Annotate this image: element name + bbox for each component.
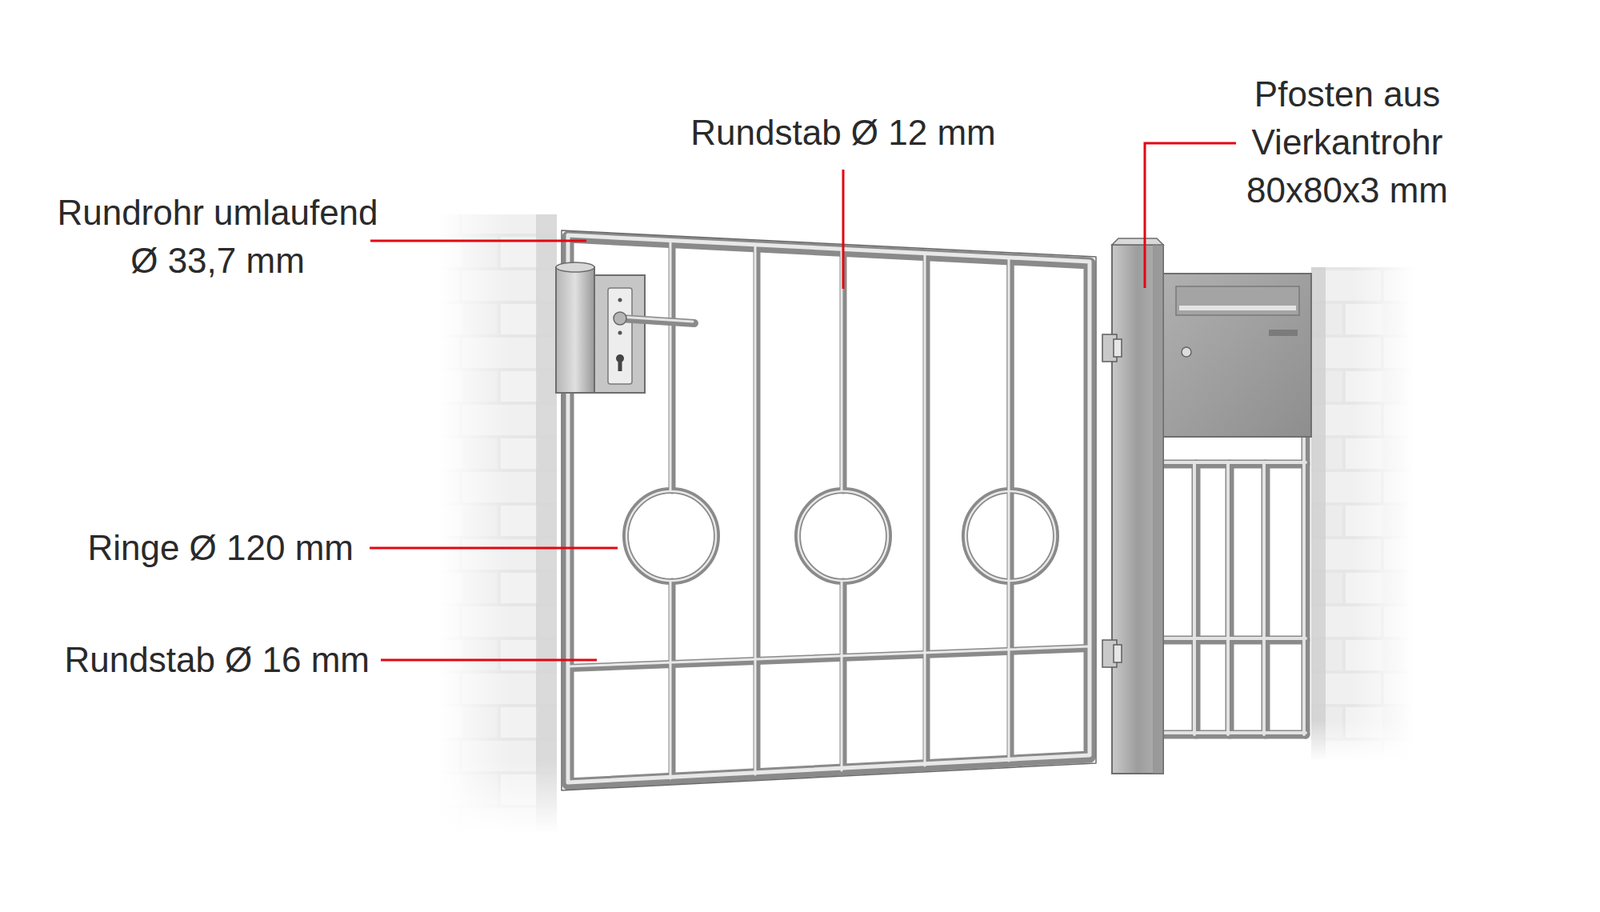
- gate-leaf: [561, 230, 1096, 791]
- callout-label: Rundstab Ø 12 mm: [690, 108, 996, 157]
- callout-label: Rundrohr umlaufend Ø 33,7 mm: [41, 188, 394, 285]
- callout-label: Rundstab Ø 16 mm: [64, 636, 371, 684]
- brick-wall-left: [438, 214, 557, 834]
- brick-wall-right: [1311, 267, 1415, 762]
- square-post: [1112, 238, 1164, 774]
- side-panel: [1163, 436, 1306, 735]
- callout-label: Ringe Ø 120 mm: [87, 524, 354, 572]
- callout-label: Pfosten aus Vierkantrohr 80x80x3 mm: [1219, 70, 1476, 215]
- leader-line: [369, 143, 1236, 660]
- lock-case: [556, 262, 695, 393]
- mailbox: [1163, 273, 1312, 437]
- hinge: [1102, 334, 1122, 668]
